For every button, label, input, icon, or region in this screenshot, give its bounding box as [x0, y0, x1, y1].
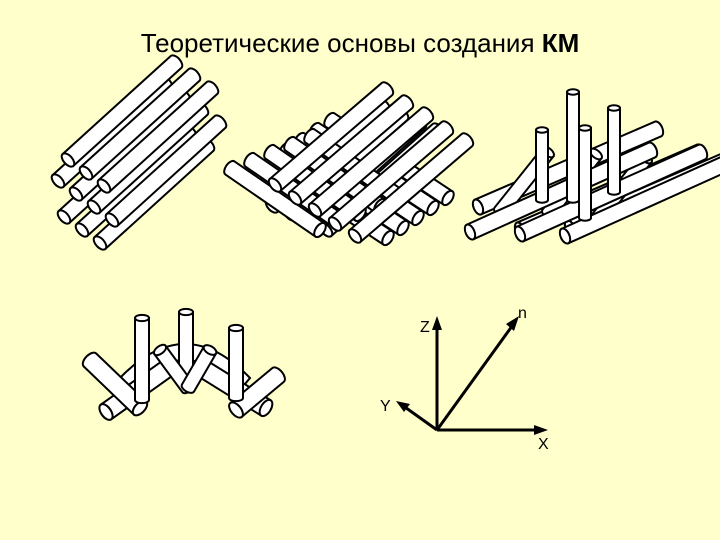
rod-end — [96, 178, 112, 194]
axis-label-n: n — [518, 305, 527, 322]
rod — [328, 120, 455, 232]
rod-end — [558, 227, 572, 245]
rod-end — [347, 228, 363, 244]
rod — [97, 80, 220, 194]
vertical-rod-end — [578, 124, 592, 132]
vertical-rod-end — [535, 126, 549, 134]
rod — [61, 54, 184, 168]
rod-end — [441, 189, 455, 207]
rod — [81, 351, 148, 416]
rod — [79, 67, 202, 181]
curved-reinforcement-structure — [81, 307, 286, 421]
rod-end — [513, 225, 527, 243]
vertical-rod-end — [607, 104, 621, 112]
vertical-rod — [566, 91, 580, 204]
three-dimensional-reinforcement — [463, 88, 720, 245]
coordinate-axes: Z n Y X — [380, 305, 549, 453]
rod-end — [60, 152, 76, 168]
rod-end — [98, 403, 114, 421]
rod-end — [313, 221, 327, 239]
vertical-rod-end — [566, 88, 580, 96]
rod-end — [202, 344, 218, 356]
axis-label-y: Y — [380, 398, 391, 415]
rod-end — [104, 212, 120, 228]
rod-end — [92, 235, 108, 251]
rod-end — [56, 209, 72, 225]
rod-end — [228, 401, 244, 419]
axis-label-x: X — [538, 436, 549, 453]
vertical-rod — [134, 317, 150, 405]
vertical-rod — [228, 327, 244, 403]
rod-end — [471, 198, 485, 216]
rod-end — [50, 173, 66, 189]
vertical-rod-end — [134, 313, 150, 323]
slide-title: Теоретические основы создания КМ — [0, 28, 720, 59]
vertical-rod — [607, 107, 621, 196]
rod — [268, 81, 395, 193]
unidirectional-bundle — [50, 54, 228, 251]
rod-end — [152, 343, 168, 357]
rod-end — [463, 223, 477, 241]
rod-end — [307, 202, 323, 218]
rod-end — [267, 177, 283, 193]
rod-end — [258, 398, 274, 418]
rod-end — [86, 199, 102, 215]
rod-end — [78, 165, 94, 181]
rod — [228, 366, 286, 419]
vertical-rod — [578, 127, 592, 222]
rod — [223, 159, 326, 238]
rod — [348, 132, 475, 244]
vertical-rod — [535, 129, 549, 204]
rod — [308, 106, 435, 218]
vertical-rod-end — [178, 307, 194, 317]
rod — [288, 94, 415, 206]
rod — [560, 156, 720, 245]
rod-end — [327, 216, 343, 232]
vertical-rod-end — [228, 323, 244, 333]
rod-end — [68, 186, 84, 202]
axis-label-z: Z — [420, 319, 430, 336]
title-text: Теоретические основы создания — [140, 28, 535, 58]
rod-end — [74, 222, 90, 238]
bidirectional-layup — [223, 81, 475, 247]
rod — [180, 345, 218, 394]
title-bold: КМ — [541, 28, 580, 58]
rod-end — [287, 190, 303, 206]
rod — [105, 114, 228, 228]
